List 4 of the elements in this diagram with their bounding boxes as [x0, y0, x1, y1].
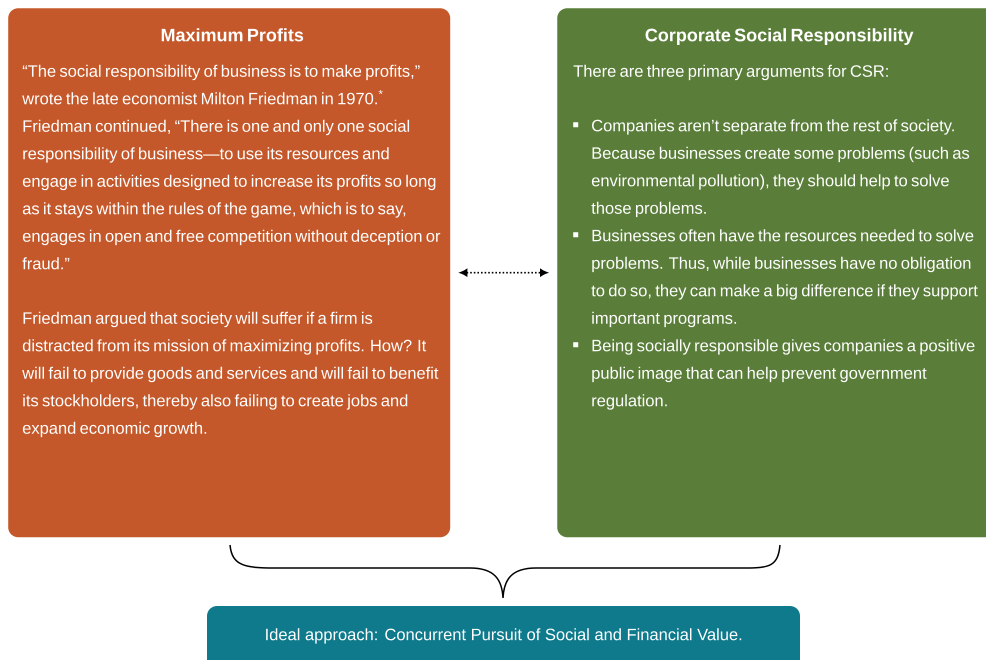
text-panel: Corporate Social Responsibility There are three primary arguments for CSR: Companies aren’t separate from the rest of society. Because businesses create some problems (such as environmental pollution), they should help to solve those problems. Businesses often have the resources needed to solve problems. Thus, while businesses have no obligation to do so, they can make a big difference if they support important programs. Being socially responsible gives companies a positive public image that can help prevent government regulation.: [557, 8, 986, 538]
summary-box: Ideal approach: Concurrent Pursuit of Social and Financial Value.: [207, 606, 800, 660]
text-panel: Maximum Profits “The social responsibility of business is to make profits,” wrote the late economist Milton Friedman in 1970.$^{*}$ Friedman continued, “There is one and only one social responsibility of business—to use its resources and engage in activities designed to increase its profits so long as it stays within the rules of the game, which is to say, engages in open and free competition without deception or fraud.” Friedman argued that society will suffer if a firm is distracted from its mission of maximizing profits. How? It will fail to provide goods and services and will fail to benefit its stockholders, thereby also failing to create jobs and expand economic growth.: [8, 8, 450, 538]
double-arrow: [460, 269, 548, 276]
